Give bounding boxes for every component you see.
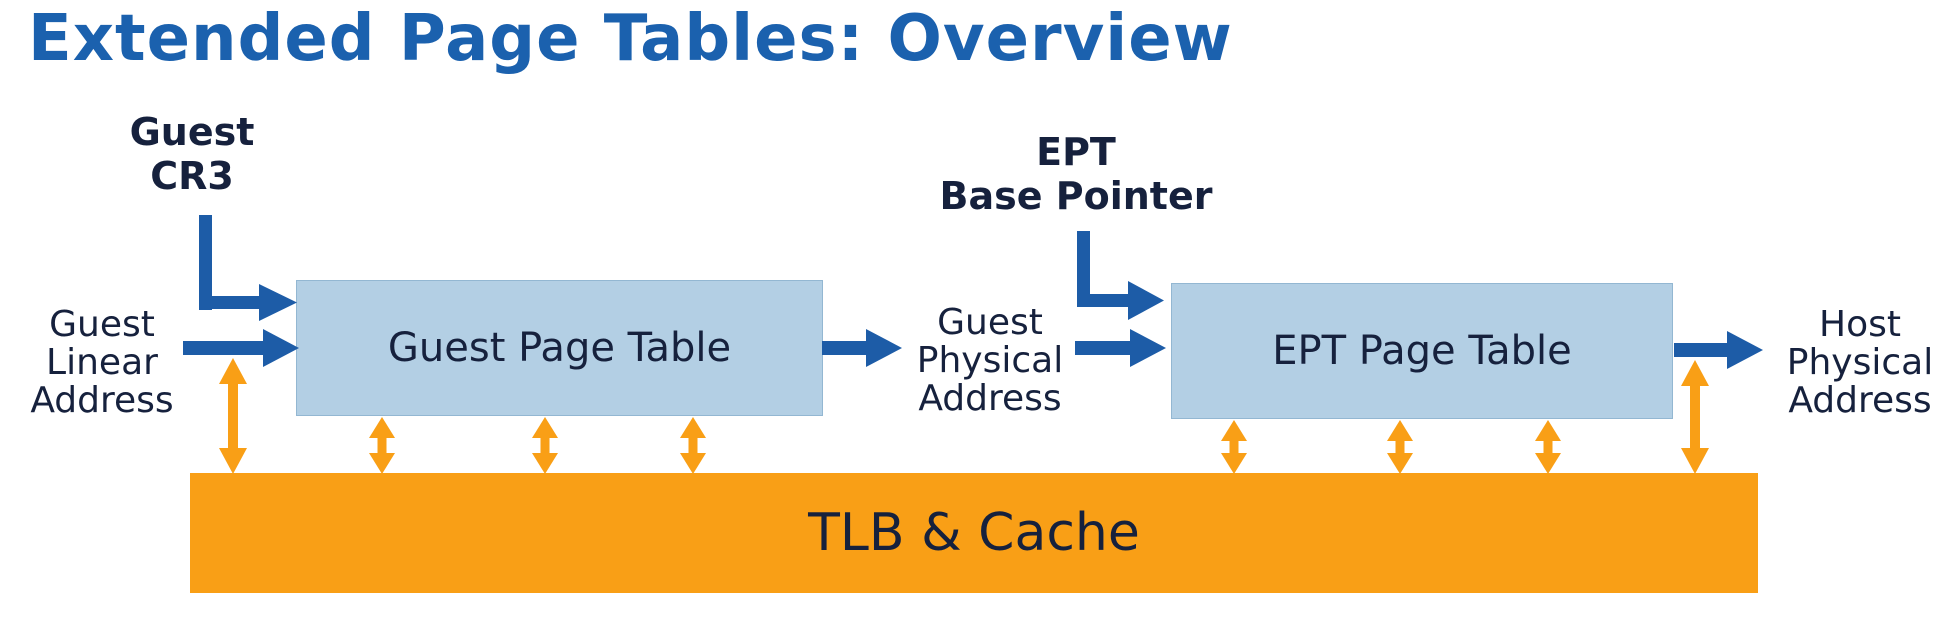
guest-pt-tlb-arrow-2 (532, 417, 558, 474)
guest-pt-tlb-arrow-3 (680, 417, 706, 474)
linear-to-guest-pt-arrow (183, 329, 299, 367)
guest-page-table-box: Guest Page Table (296, 280, 823, 416)
ept-page-table-box: EPT Page Table (1171, 283, 1673, 419)
guest-pt-to-gpa-arrow (822, 329, 902, 367)
gla-tlb-arrow (219, 358, 247, 474)
guest-cr3-label: Guest CR3 (129, 110, 255, 198)
tlb-cache-bar: TLB & Cache (190, 473, 1758, 593)
cr3-to-guest-pt-arrow (199, 215, 297, 321)
hpa-tlb-arrow (1681, 360, 1709, 474)
tlb-cache-bar-label: TLB & Cache (808, 503, 1140, 563)
ept-pt-tlb-arrow-2 (1387, 420, 1413, 474)
ept-pt-to-hpa-arrow (1674, 331, 1763, 369)
host-physical-address-label: Host Physical Address (1786, 304, 1934, 421)
ept-base-pointer-label: EPT Base Pointer (939, 130, 1213, 218)
guest-pt-tlb-arrow-1 (369, 417, 395, 474)
ept-page-table-box-label: EPT Page Table (1272, 328, 1572, 374)
page-title: Extended Page Tables: Overview (28, 2, 1233, 76)
guest-linear-address-label: Guest Linear Address (30, 304, 174, 421)
gpa-to-ept-pt-arrow (1075, 329, 1166, 367)
ept-pt-tlb-arrow-1 (1221, 420, 1247, 474)
ept-pt-tlb-arrow-3 (1535, 420, 1561, 474)
eptp-to-ept-pt-arrow (1077, 231, 1164, 320)
guest-page-table-box-label: Guest Page Table (387, 325, 732, 371)
guest-physical-address-label: Guest Physical Address (916, 302, 1064, 419)
